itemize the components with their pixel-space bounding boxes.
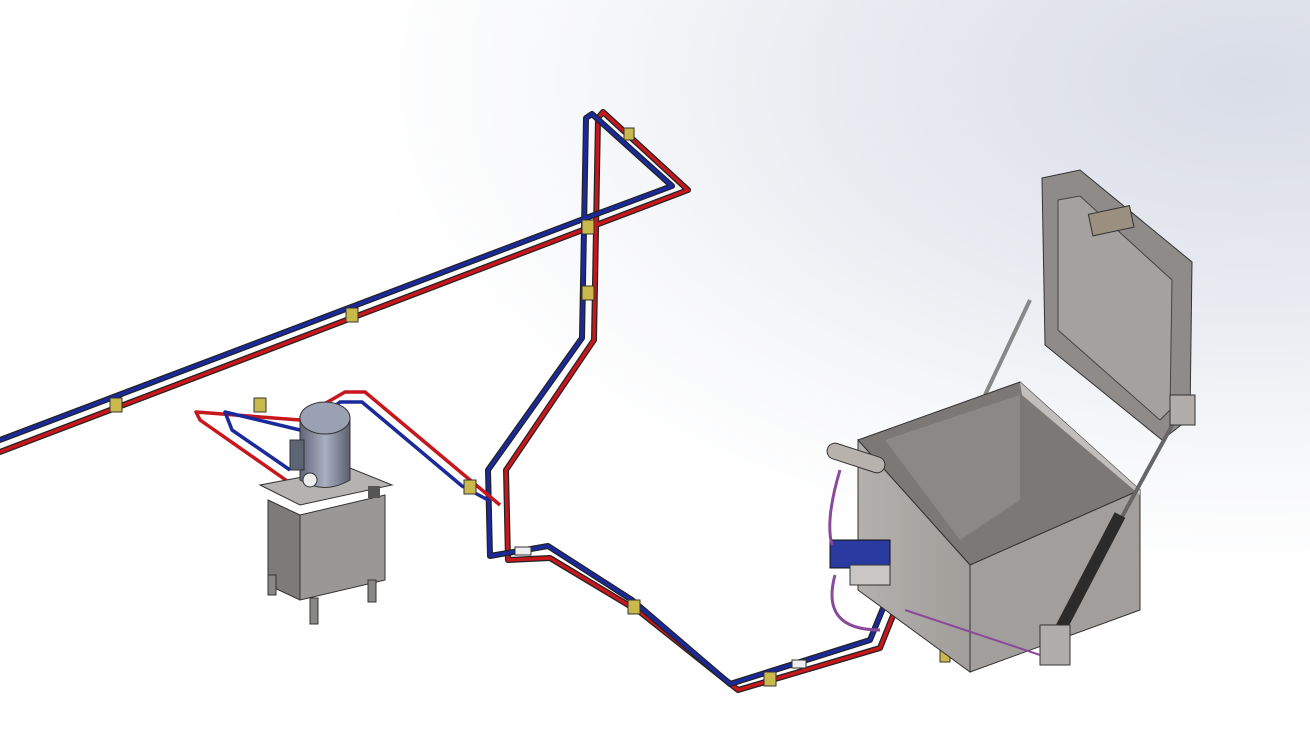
pressure-line	[0, 109, 903, 693]
valve-block[interactable]	[825, 441, 1041, 656]
pipe-clamps	[109, 127, 951, 687]
tank-with-lid[interactable]	[857, 169, 1196, 673]
hydraulic-power-unit[interactable]	[258, 401, 394, 625]
return-line	[0, 111, 891, 687]
